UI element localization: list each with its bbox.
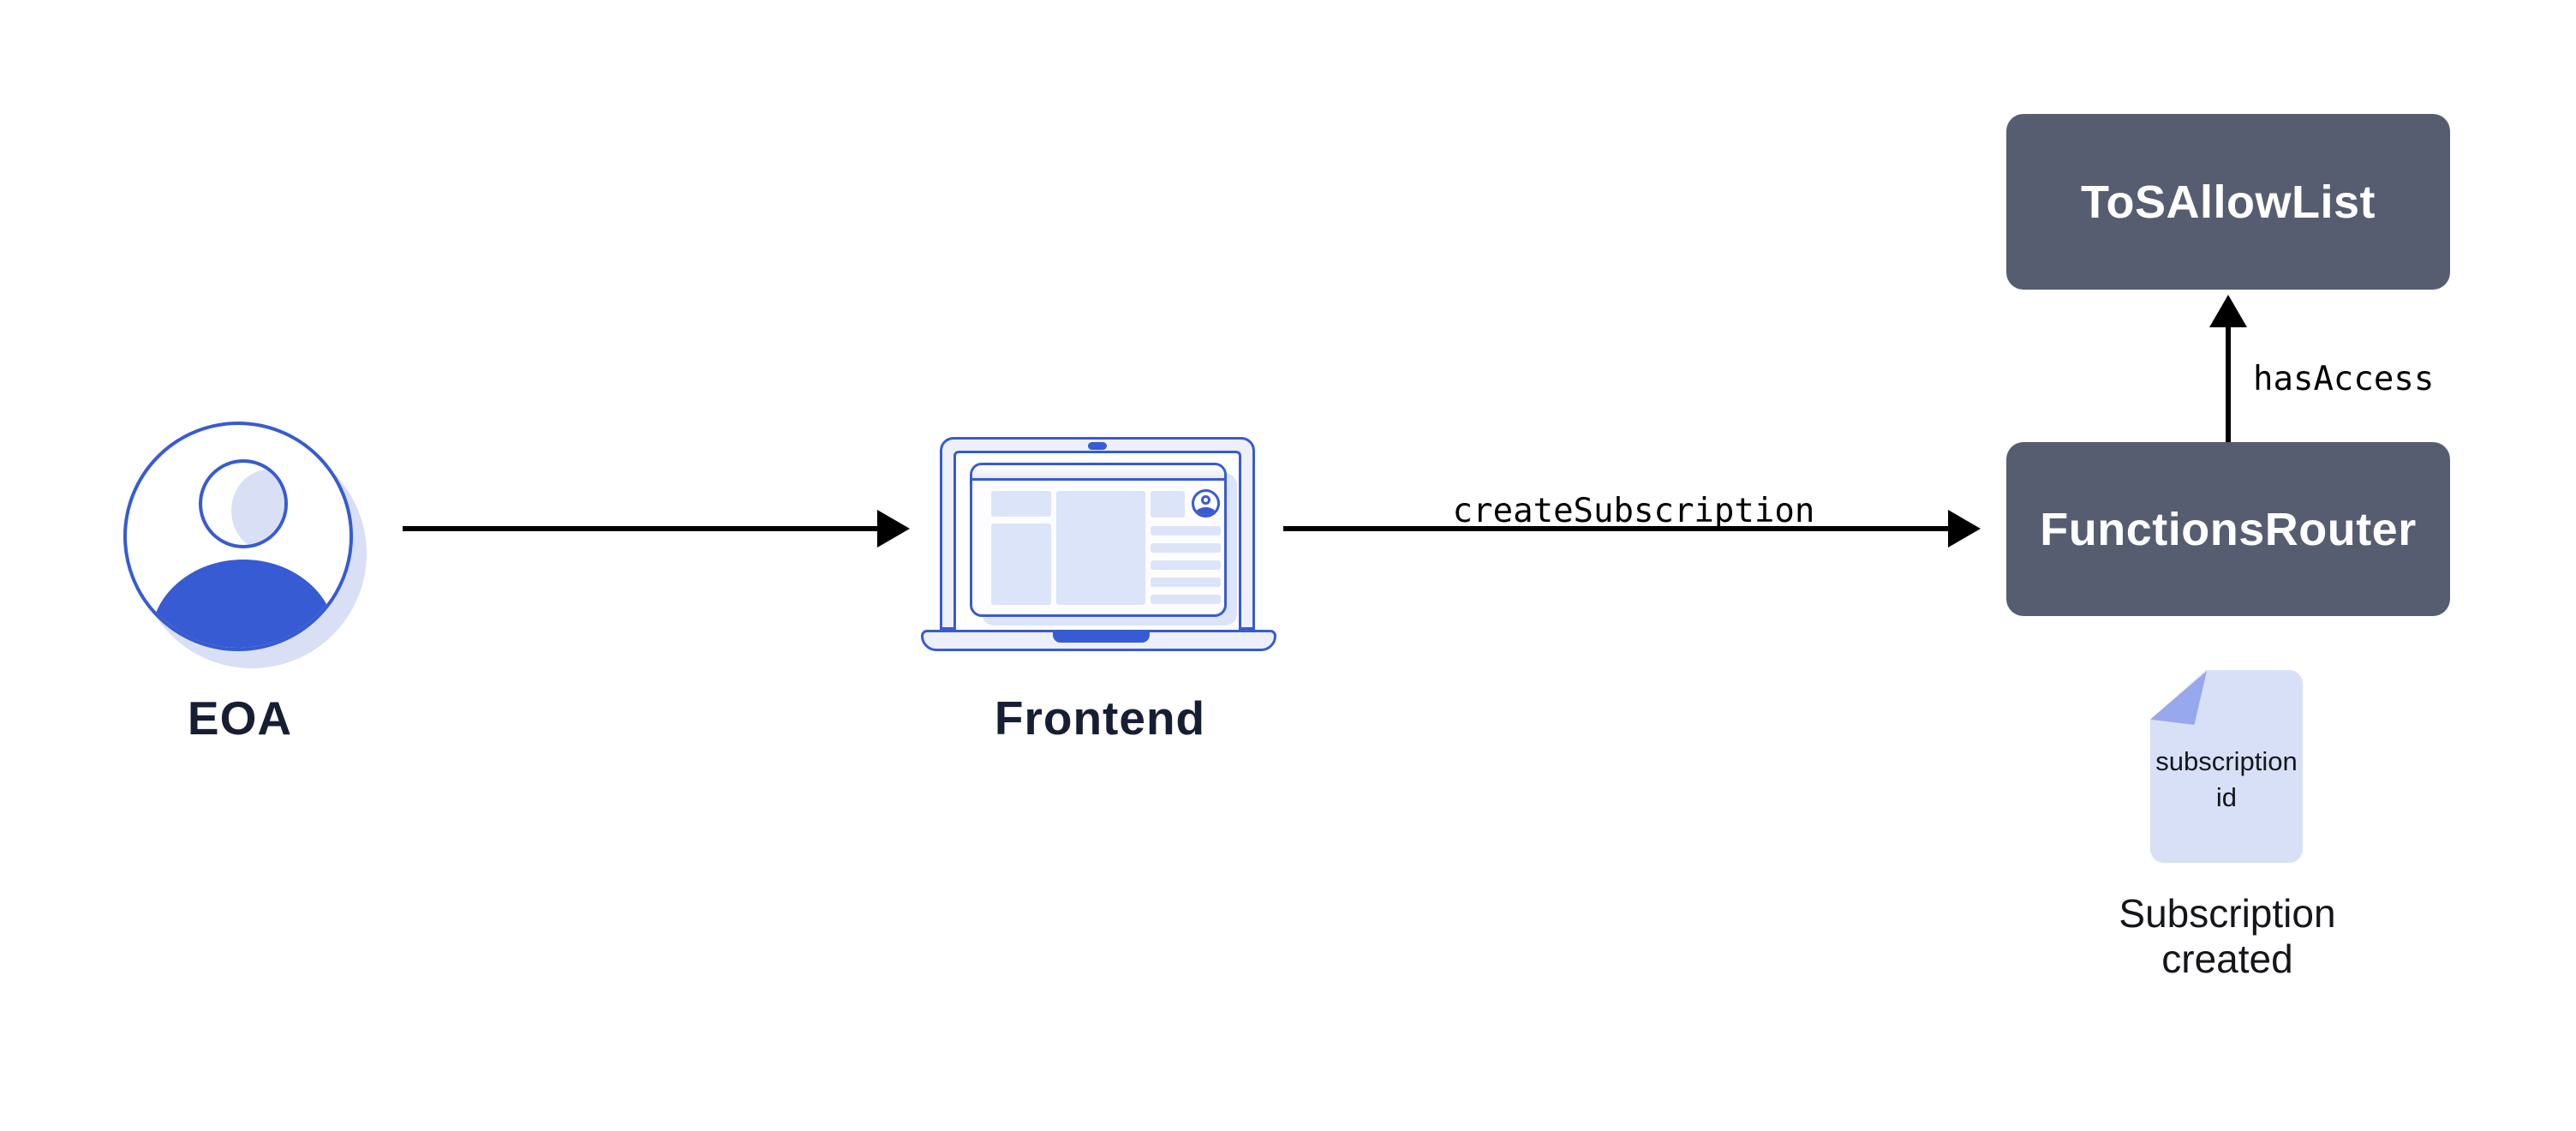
frontend-label: Frontend <box>994 691 1206 745</box>
tos-allow-list-box: ToSAllowList <box>2006 114 2450 290</box>
arrow-frontend-to-router <box>1283 526 1950 531</box>
subscription-created-line1: Subscription <box>2119 891 2336 936</box>
browser-content-block <box>991 524 1051 605</box>
eoa-label: EOA <box>187 691 293 745</box>
edge-label-has-access: hasAccess <box>2253 360 2435 398</box>
arrowhead-eoa-to-frontend-icon <box>877 510 910 548</box>
functions-router-label: FunctionsRouter <box>2040 503 2417 555</box>
browser-content-row <box>1151 526 1221 536</box>
arrow-router-to-allowlist <box>2226 326 2231 442</box>
arrow-eoa-to-frontend <box>403 526 879 531</box>
user-avatar-icon <box>1192 489 1220 518</box>
user-avatar-body <box>1195 507 1216 515</box>
arrowhead-frontend-to-router-icon <box>1948 510 1981 548</box>
browser-content-row <box>1151 543 1221 553</box>
edge-label-create-subscription: createSubscription <box>1452 492 1815 530</box>
laptop-notch <box>1053 631 1150 643</box>
browser-header-bar <box>972 465 1224 481</box>
browser-content-row <box>1151 560 1221 570</box>
eoa-avatar-icon <box>123 422 353 651</box>
browser-content-block <box>991 491 1051 517</box>
browser-content-block <box>1056 491 1145 605</box>
eoa-avatar-head-shade <box>231 470 284 545</box>
tos-allow-list-label: ToSAllowList <box>2081 176 2376 228</box>
user-avatar-head <box>1201 495 1210 505</box>
browser-content-row <box>1151 577 1221 587</box>
browser-content-row <box>1151 595 1221 604</box>
browser-window-icon <box>970 463 1227 617</box>
subscription-id-line1: subscription <box>2155 746 2298 776</box>
arrowhead-router-to-allowlist-icon <box>2209 295 2247 327</box>
subscription-id-text: subscription id <box>2150 744 2303 816</box>
laptop-base <box>921 630 1276 651</box>
subscription-created-caption: Subscription created <box>2098 891 2357 982</box>
eoa-avatar-shoulders <box>151 560 336 648</box>
subscription-created-line2: created <box>2161 937 2293 981</box>
eoa-avatar-head <box>199 459 288 548</box>
functions-router-box: FunctionsRouter <box>2006 442 2450 616</box>
browser-content-block <box>1151 491 1185 518</box>
laptop-camera-icon <box>1088 442 1107 450</box>
subscription-id-line2: id <box>2215 782 2238 812</box>
